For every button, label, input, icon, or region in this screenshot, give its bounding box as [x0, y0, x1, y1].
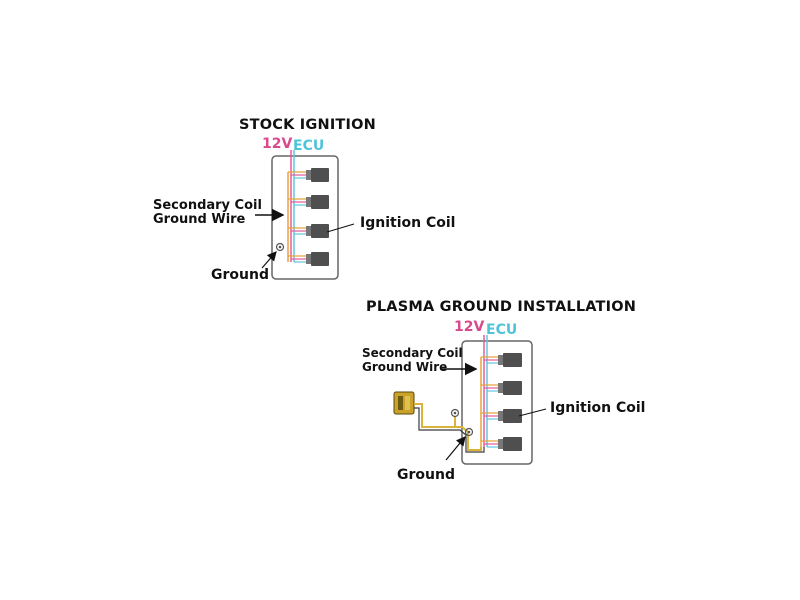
plasma-ground-wire-route-dark	[414, 407, 485, 453]
stock-ground-label: Ground	[211, 267, 269, 283]
stock-ignition-diagram	[255, 150, 355, 280]
plasma-coil	[481, 409, 522, 423]
plasma-secondary-label-line1: Secondary Coil	[362, 346, 463, 360]
plasma-ground-unit	[393, 391, 415, 415]
plasma-coil	[481, 437, 522, 451]
plasma-ground-label: Ground	[397, 467, 455, 483]
stock-secondary-label-line2: Ground Wire	[153, 212, 246, 227]
stock-ground-point	[275, 242, 285, 252]
stock-ecu-label: ECU	[293, 138, 325, 154]
plasma-title: PLASMA GROUND INSTALLATION	[366, 299, 637, 315]
plasma-ground-wire-route	[414, 403, 482, 451]
stock-coil-leader	[326, 223, 355, 233]
stock-coil	[288, 224, 329, 238]
plasma-ground-point	[464, 427, 474, 437]
stock-coil	[288, 252, 329, 266]
stock-12v-label: 12V	[262, 136, 293, 152]
plasma-coil	[481, 381, 522, 395]
stock-title: STOCK IGNITION	[239, 117, 376, 133]
plasma-secondary-label-line2: Ground Wire	[362, 360, 448, 374]
plasma-coil-label: Ignition Coil	[550, 400, 646, 416]
plasma-coil	[481, 353, 522, 367]
plasma-engine-box	[461, 340, 533, 465]
plasma-ground-arrow	[445, 436, 466, 461]
stock-coil	[288, 195, 329, 209]
plasma-ground-point-upper	[450, 408, 460, 418]
plasma-coil-leader	[518, 408, 547, 417]
stock-coil-label: Ignition Coil	[360, 215, 456, 231]
stock-secondary-label-line1: Secondary Coil	[153, 198, 262, 213]
stock-coil	[288, 168, 329, 182]
plasma-12v-label: 12V	[454, 319, 485, 335]
stock-ground-arrow	[261, 251, 277, 269]
plasma-ground-diagram	[393, 335, 547, 465]
plasma-ecu-label: ECU	[486, 322, 518, 338]
